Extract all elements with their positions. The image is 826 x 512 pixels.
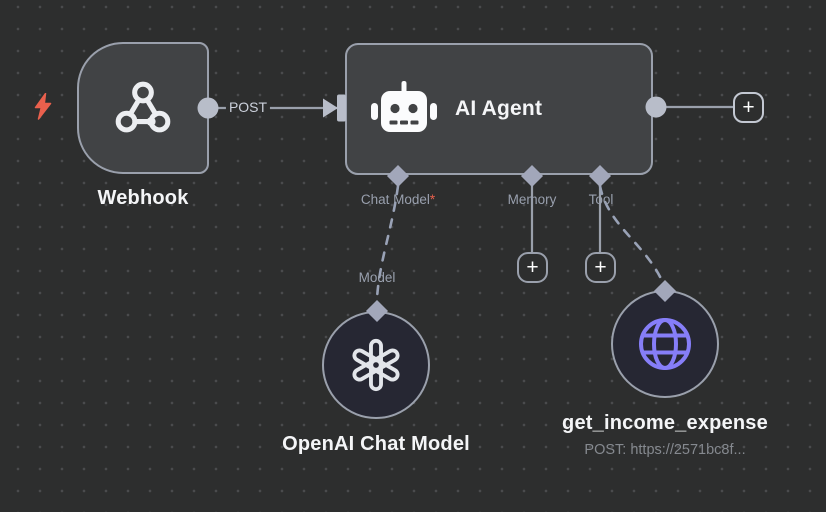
required-marker: * [429, 192, 436, 207]
node-webhook[interactable] [77, 42, 209, 174]
plus-icon: + [594, 256, 607, 279]
wire-arrowhead-icon [323, 98, 338, 118]
ai-agent-label: AI Agent [455, 97, 543, 120]
add-next-node-button[interactable]: + [733, 92, 764, 123]
add-memory-button[interactable]: + [517, 252, 548, 283]
globe-icon [639, 318, 691, 370]
http-tool-subtitle: POST: https://2571bc8f... [584, 442, 746, 458]
connection-post-label: POST [225, 99, 271, 115]
chat-model-port-label: Chat Model* [361, 192, 435, 207]
http-tool-label: get_income_expense [562, 412, 768, 434]
memory-port-label: Memory [507, 192, 557, 207]
webhook-label: Webhook [97, 187, 189, 209]
lightning-bolt-icon [34, 93, 52, 120]
chat-model-port-text: Chat Model [360, 192, 430, 207]
webhook-icon [115, 81, 171, 133]
model-port-label: Model [358, 270, 396, 285]
node-ai-agent[interactable]: AI Agent [345, 43, 653, 175]
tool-port-label: Tool [588, 192, 614, 207]
openai-label: OpenAI Chat Model [282, 433, 470, 455]
openai-icon [352, 338, 400, 392]
plus-icon: + [742, 96, 755, 119]
node-get-income-expense[interactable] [611, 290, 719, 398]
node-openai-chat-model[interactable] [322, 311, 430, 419]
add-tool-button[interactable]: + [585, 252, 616, 283]
plus-icon: + [526, 256, 539, 279]
robot-icon [371, 80, 437, 132]
